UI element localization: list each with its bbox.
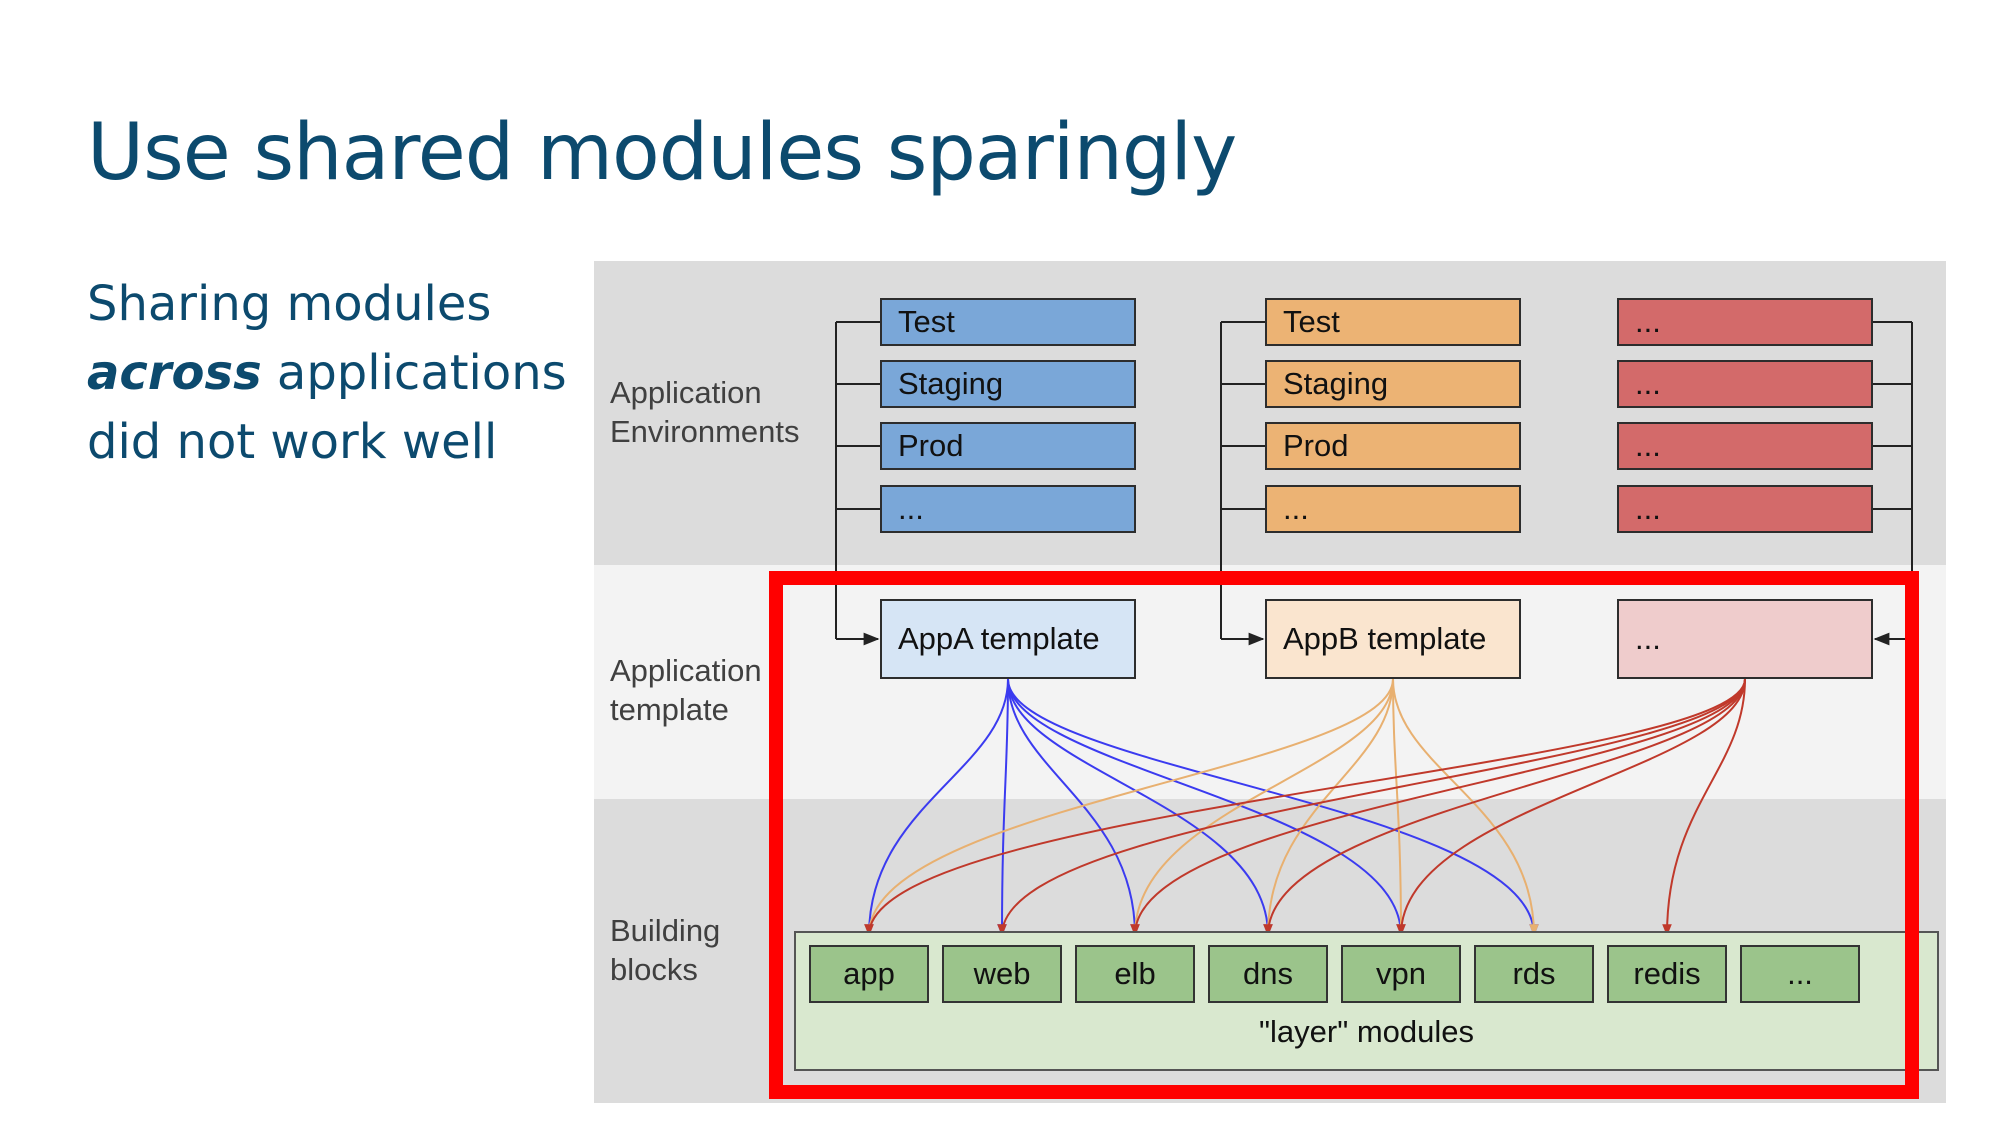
template-box-2: ... xyxy=(1617,599,1873,679)
label-blk-line1: Building xyxy=(610,913,721,948)
env-box-appb-2: Prod xyxy=(1265,422,1521,470)
env-box-appc-1: ... xyxy=(1617,360,1873,408)
env-box-appa-0: Test xyxy=(880,298,1136,346)
env-box-appa-1: Staging xyxy=(880,360,1136,408)
block-4: vpn xyxy=(1341,945,1461,1003)
link-appa-to-block-5 xyxy=(1007,678,1539,937)
template-box-1: AppB template xyxy=(1265,599,1521,679)
env-box-appa-3: ... xyxy=(880,485,1136,533)
label-application-environments: Application Environments xyxy=(610,373,800,451)
label-tpl-line2: template xyxy=(610,692,729,727)
slide-body: Sharing modules across applications did … xyxy=(87,270,587,477)
label-blk-line2: blocks xyxy=(610,952,698,987)
label-application-template: Application template xyxy=(610,651,762,729)
link-appa-to-block-4 xyxy=(1007,678,1406,937)
link-appb-to-block-3 xyxy=(1263,678,1394,937)
env-box-appa-2: Prod xyxy=(880,422,1136,470)
body-line-2-rest: applications xyxy=(261,345,567,401)
block-6: redis xyxy=(1607,945,1727,1003)
body-line-3: did not work well xyxy=(87,414,498,470)
highlight-box xyxy=(769,571,1919,1099)
link-appb-to-block-5 xyxy=(1392,678,1539,937)
link-appa-to-block-3 xyxy=(1007,678,1273,937)
link-appc-to-block-4 xyxy=(1396,678,1746,937)
block-3: dns xyxy=(1208,945,1328,1003)
block-0: app xyxy=(809,945,929,1003)
slide-title: Use shared modules sparingly xyxy=(87,108,1237,198)
env-box-appb-3: ... xyxy=(1265,485,1521,533)
template-box-0: AppA template xyxy=(880,599,1136,679)
link-appc-to-block-2 xyxy=(1130,678,1746,937)
block-5: rds xyxy=(1474,945,1594,1003)
layer-modules-label: "layer" modules xyxy=(1259,1014,1474,1049)
link-appa-to-block-0 xyxy=(864,678,1009,937)
link-appc-to-block-3 xyxy=(1263,678,1746,937)
env-box-appc-0: ... xyxy=(1617,298,1873,346)
env-box-appb-1: Staging xyxy=(1265,360,1521,408)
body-line-2: across applications xyxy=(87,339,587,408)
link-appc-to-block-0 xyxy=(864,678,1746,937)
link-appa-to-block-1 xyxy=(997,678,1009,937)
block-7: ... xyxy=(1740,945,1860,1003)
env-box-appc-3: ... xyxy=(1617,485,1873,533)
architecture-diagram: Application Environments Application tem… xyxy=(594,261,1946,1103)
link-appa-to-block-2 xyxy=(1007,678,1140,937)
link-appc-to-block-6 xyxy=(1662,678,1746,937)
env-box-appb-0: Test xyxy=(1265,298,1521,346)
label-tpl-line1: Application xyxy=(610,653,762,688)
body-line-1: Sharing modules xyxy=(87,276,492,332)
block-2: elb xyxy=(1075,945,1195,1003)
label-building-blocks: Building blocks xyxy=(610,911,720,989)
link-appc-to-block-1 xyxy=(997,678,1746,937)
link-appb-to-block-2 xyxy=(1130,678,1394,937)
dependency-links xyxy=(835,321,1913,937)
label-env-line1: Application xyxy=(610,375,762,410)
link-appb-to-block-4 xyxy=(1392,678,1406,937)
env-box-appc-2: ... xyxy=(1617,422,1873,470)
block-1: web xyxy=(942,945,1062,1003)
label-env-line2: Environments xyxy=(610,414,800,449)
body-emphasis: across xyxy=(87,345,262,401)
link-appb-to-block-0 xyxy=(864,678,1394,937)
